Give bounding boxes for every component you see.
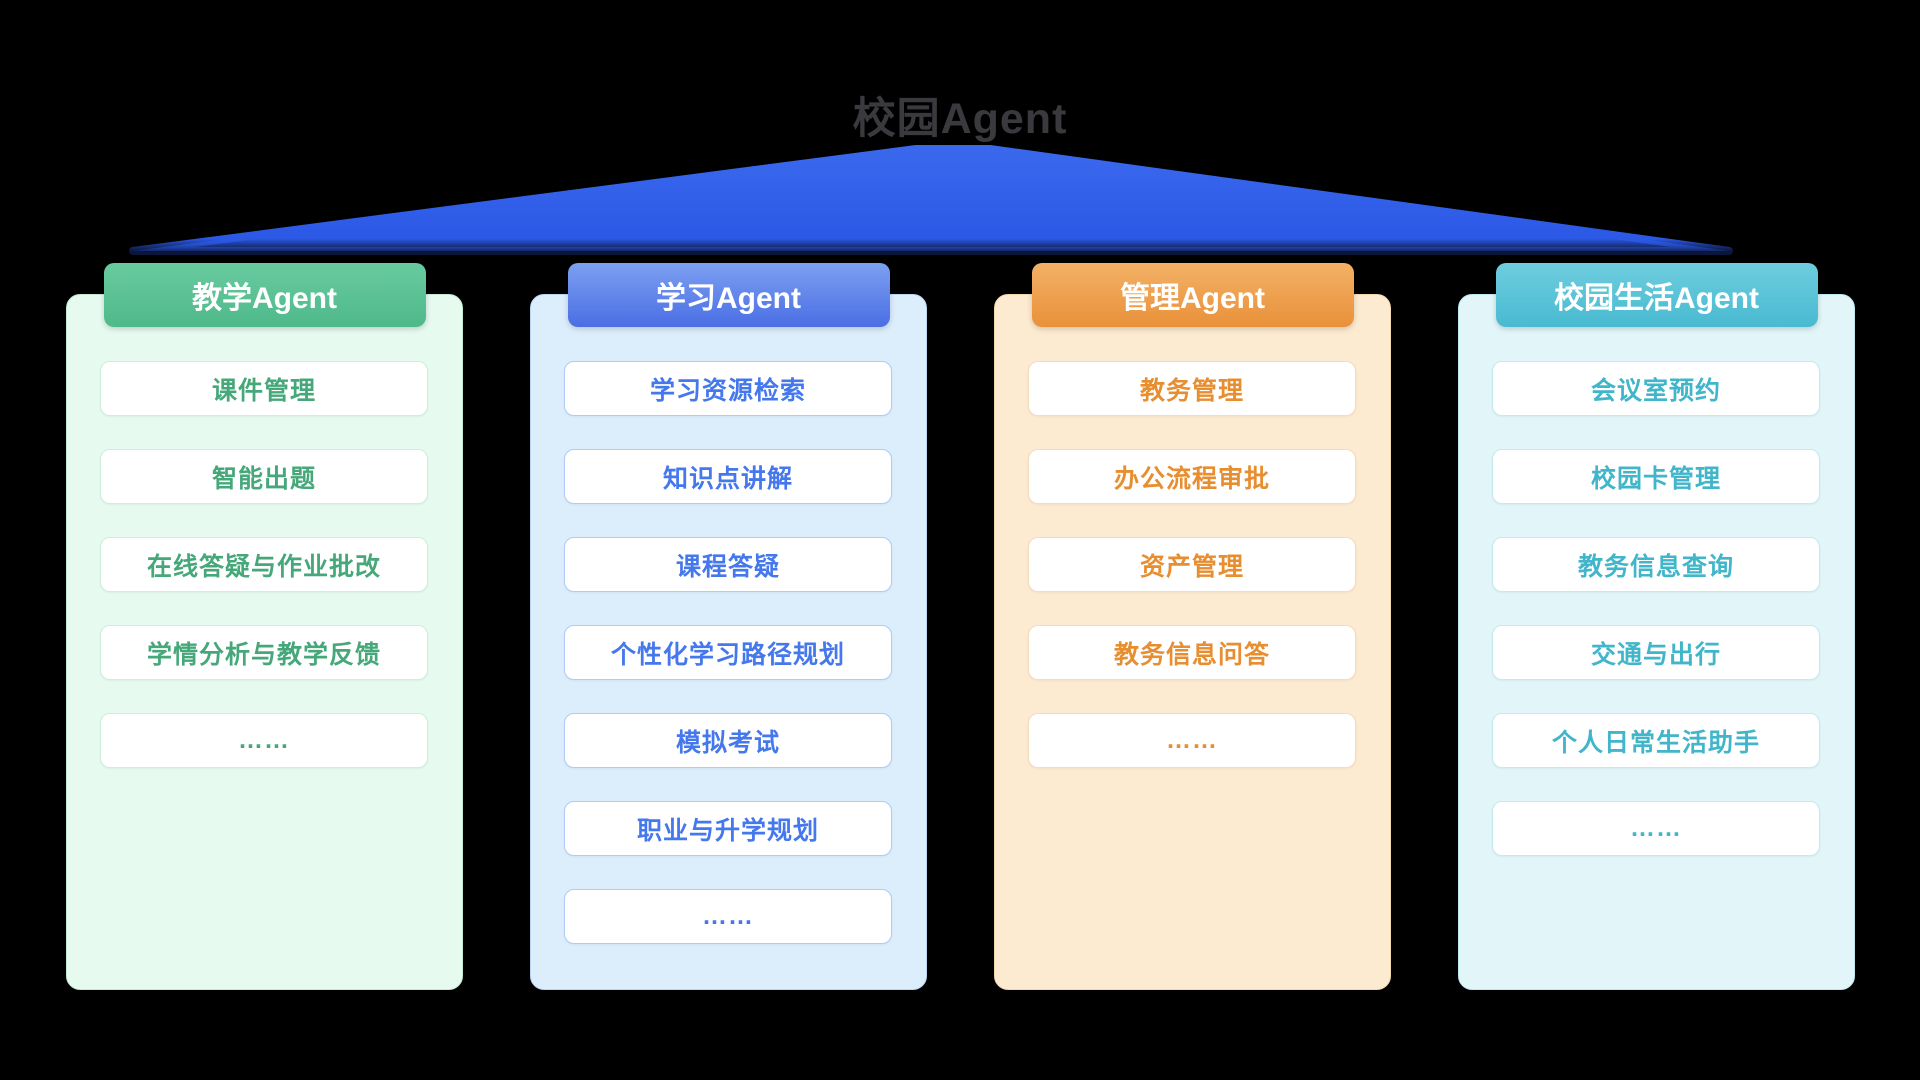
item-card: 教务管理: [1028, 361, 1356, 416]
item-label: 学习资源检索: [649, 376, 806, 405]
item-label: 会议室预约: [1590, 376, 1721, 405]
item-list: 课件管理 智能出题 在线答疑与作业批改 学情分析与教学反馈 ……: [100, 361, 428, 768]
item-card: 资产管理: [1028, 537, 1356, 592]
item-card: 个人日常生活助手: [1492, 713, 1820, 768]
item-card: 学情分析与教学反馈: [100, 625, 428, 680]
item-list: 学习资源检索 知识点讲解 课程答疑 个性化学习路径规划 模拟考试 职业与升学规划…: [564, 361, 892, 944]
item-label: 交通与出行: [1590, 640, 1721, 669]
item-label: 学情分析与教学反馈: [146, 640, 381, 669]
item-card: 课程答疑: [564, 537, 892, 592]
item-card: 交通与出行: [1492, 625, 1820, 680]
item-label: 校园卡管理: [1590, 464, 1721, 493]
item-card: 知识点讲解: [564, 449, 892, 504]
column-learning-agent: 学习Agent 学习资源检索 知识点讲解 课程答疑 个性化学习路径规划 模拟考试…: [530, 263, 927, 990]
item-label: ……: [1630, 814, 1682, 842]
item-card: 校园卡管理: [1492, 449, 1820, 504]
column-header-label: 教学Agent: [192, 282, 337, 315]
item-label: 办公流程审批: [1113, 464, 1270, 493]
item-label: ……: [702, 902, 754, 930]
item-label: 教务信息问答: [1113, 640, 1270, 669]
item-card: ……: [1028, 713, 1356, 768]
column-header-label: 学习Agent: [656, 282, 801, 315]
item-label: ……: [1166, 726, 1218, 754]
column-header-label: 管理Agent: [1120, 282, 1265, 315]
fan-connector: [129, 145, 1733, 255]
item-card: 模拟考试: [564, 713, 892, 768]
item-card: 课件管理: [100, 361, 428, 416]
item-card: 在线答疑与作业批改: [100, 537, 428, 592]
column-campus-life-agent: 校园生活Agent 会议室预约 校园卡管理 教务信息查询 交通与出行 个人日常生…: [1458, 263, 1855, 990]
diagram-title: 校园Agent: [852, 95, 1068, 143]
item-label: 课件管理: [211, 376, 316, 405]
column-header: 学习Agent: [567, 263, 890, 327]
item-card: 办公流程审批: [1028, 449, 1356, 504]
item-label: 智能出题: [211, 464, 316, 493]
columns-row: 教学Agent 课件管理 智能出题 在线答疑与作业批改 学情分析与教学反馈 ………: [66, 263, 1855, 990]
column-management-agent: 管理Agent 教务管理 办公流程审批 资产管理 教务信息问答 ……: [994, 263, 1391, 990]
fan-triangle: [129, 145, 1733, 255]
item-card: ……: [100, 713, 428, 768]
item-card: 教务信息查询: [1492, 537, 1820, 592]
item-card: 个性化学习路径规划: [564, 625, 892, 680]
item-label: 个人日常生活助手: [1551, 728, 1760, 757]
item-card: ……: [1492, 801, 1820, 856]
item-label: 教务信息查询: [1577, 552, 1734, 581]
item-card: 教务信息问答: [1028, 625, 1356, 680]
item-card: 职业与升学规划: [564, 801, 892, 856]
item-card: 学习资源检索: [564, 361, 892, 416]
column-teaching-agent: 教学Agent 课件管理 智能出题 在线答疑与作业批改 学情分析与教学反馈 ……: [66, 263, 463, 990]
item-label: 职业与升学规划: [636, 816, 819, 845]
item-label: 个性化学习路径规划: [610, 640, 845, 669]
column-header-label: 校园生活Agent: [1554, 282, 1759, 315]
item-label: ……: [238, 726, 290, 754]
item-label: 资产管理: [1139, 552, 1244, 581]
item-label: 教务管理: [1139, 376, 1244, 405]
item-card: ……: [564, 889, 892, 944]
column-header: 管理Agent: [1031, 263, 1354, 327]
item-card: 会议室预约: [1492, 361, 1820, 416]
item-label: 知识点讲解: [662, 464, 793, 493]
item-card: 智能出题: [100, 449, 428, 504]
item-label: 在线答疑与作业批改: [146, 552, 381, 581]
column-header: 教学Agent: [103, 263, 426, 327]
item-list: 教务管理 办公流程审批 资产管理 教务信息问答 ……: [1028, 361, 1356, 768]
item-label: 课程答疑: [675, 552, 780, 581]
column-header: 校园生活Agent: [1495, 263, 1818, 327]
item-label: 模拟考试: [675, 728, 780, 757]
item-list: 会议室预约 校园卡管理 教务信息查询 交通与出行 个人日常生活助手 ……: [1492, 361, 1820, 856]
